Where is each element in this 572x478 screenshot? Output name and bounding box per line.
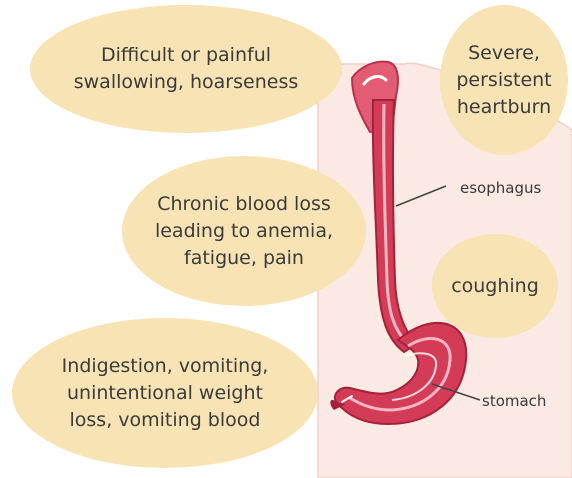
symptom-indigestion-bubble: Indigestion, vomiting, unintentional wei…: [12, 318, 318, 468]
symptom-heartburn-bubble: Severe, persistent heartburn: [440, 5, 568, 155]
symptom-coughing-bubble: coughing: [432, 234, 558, 338]
esophagus-label: esophagus: [460, 179, 541, 197]
symptom-swallowing-bubble: Difficult or painful swallowing, hoarsen…: [30, 5, 342, 133]
symptom-blood-loss-bubble: Chronic blood loss leading to anemia, fa…: [122, 156, 366, 306]
stomach-label: stomach: [482, 392, 546, 410]
